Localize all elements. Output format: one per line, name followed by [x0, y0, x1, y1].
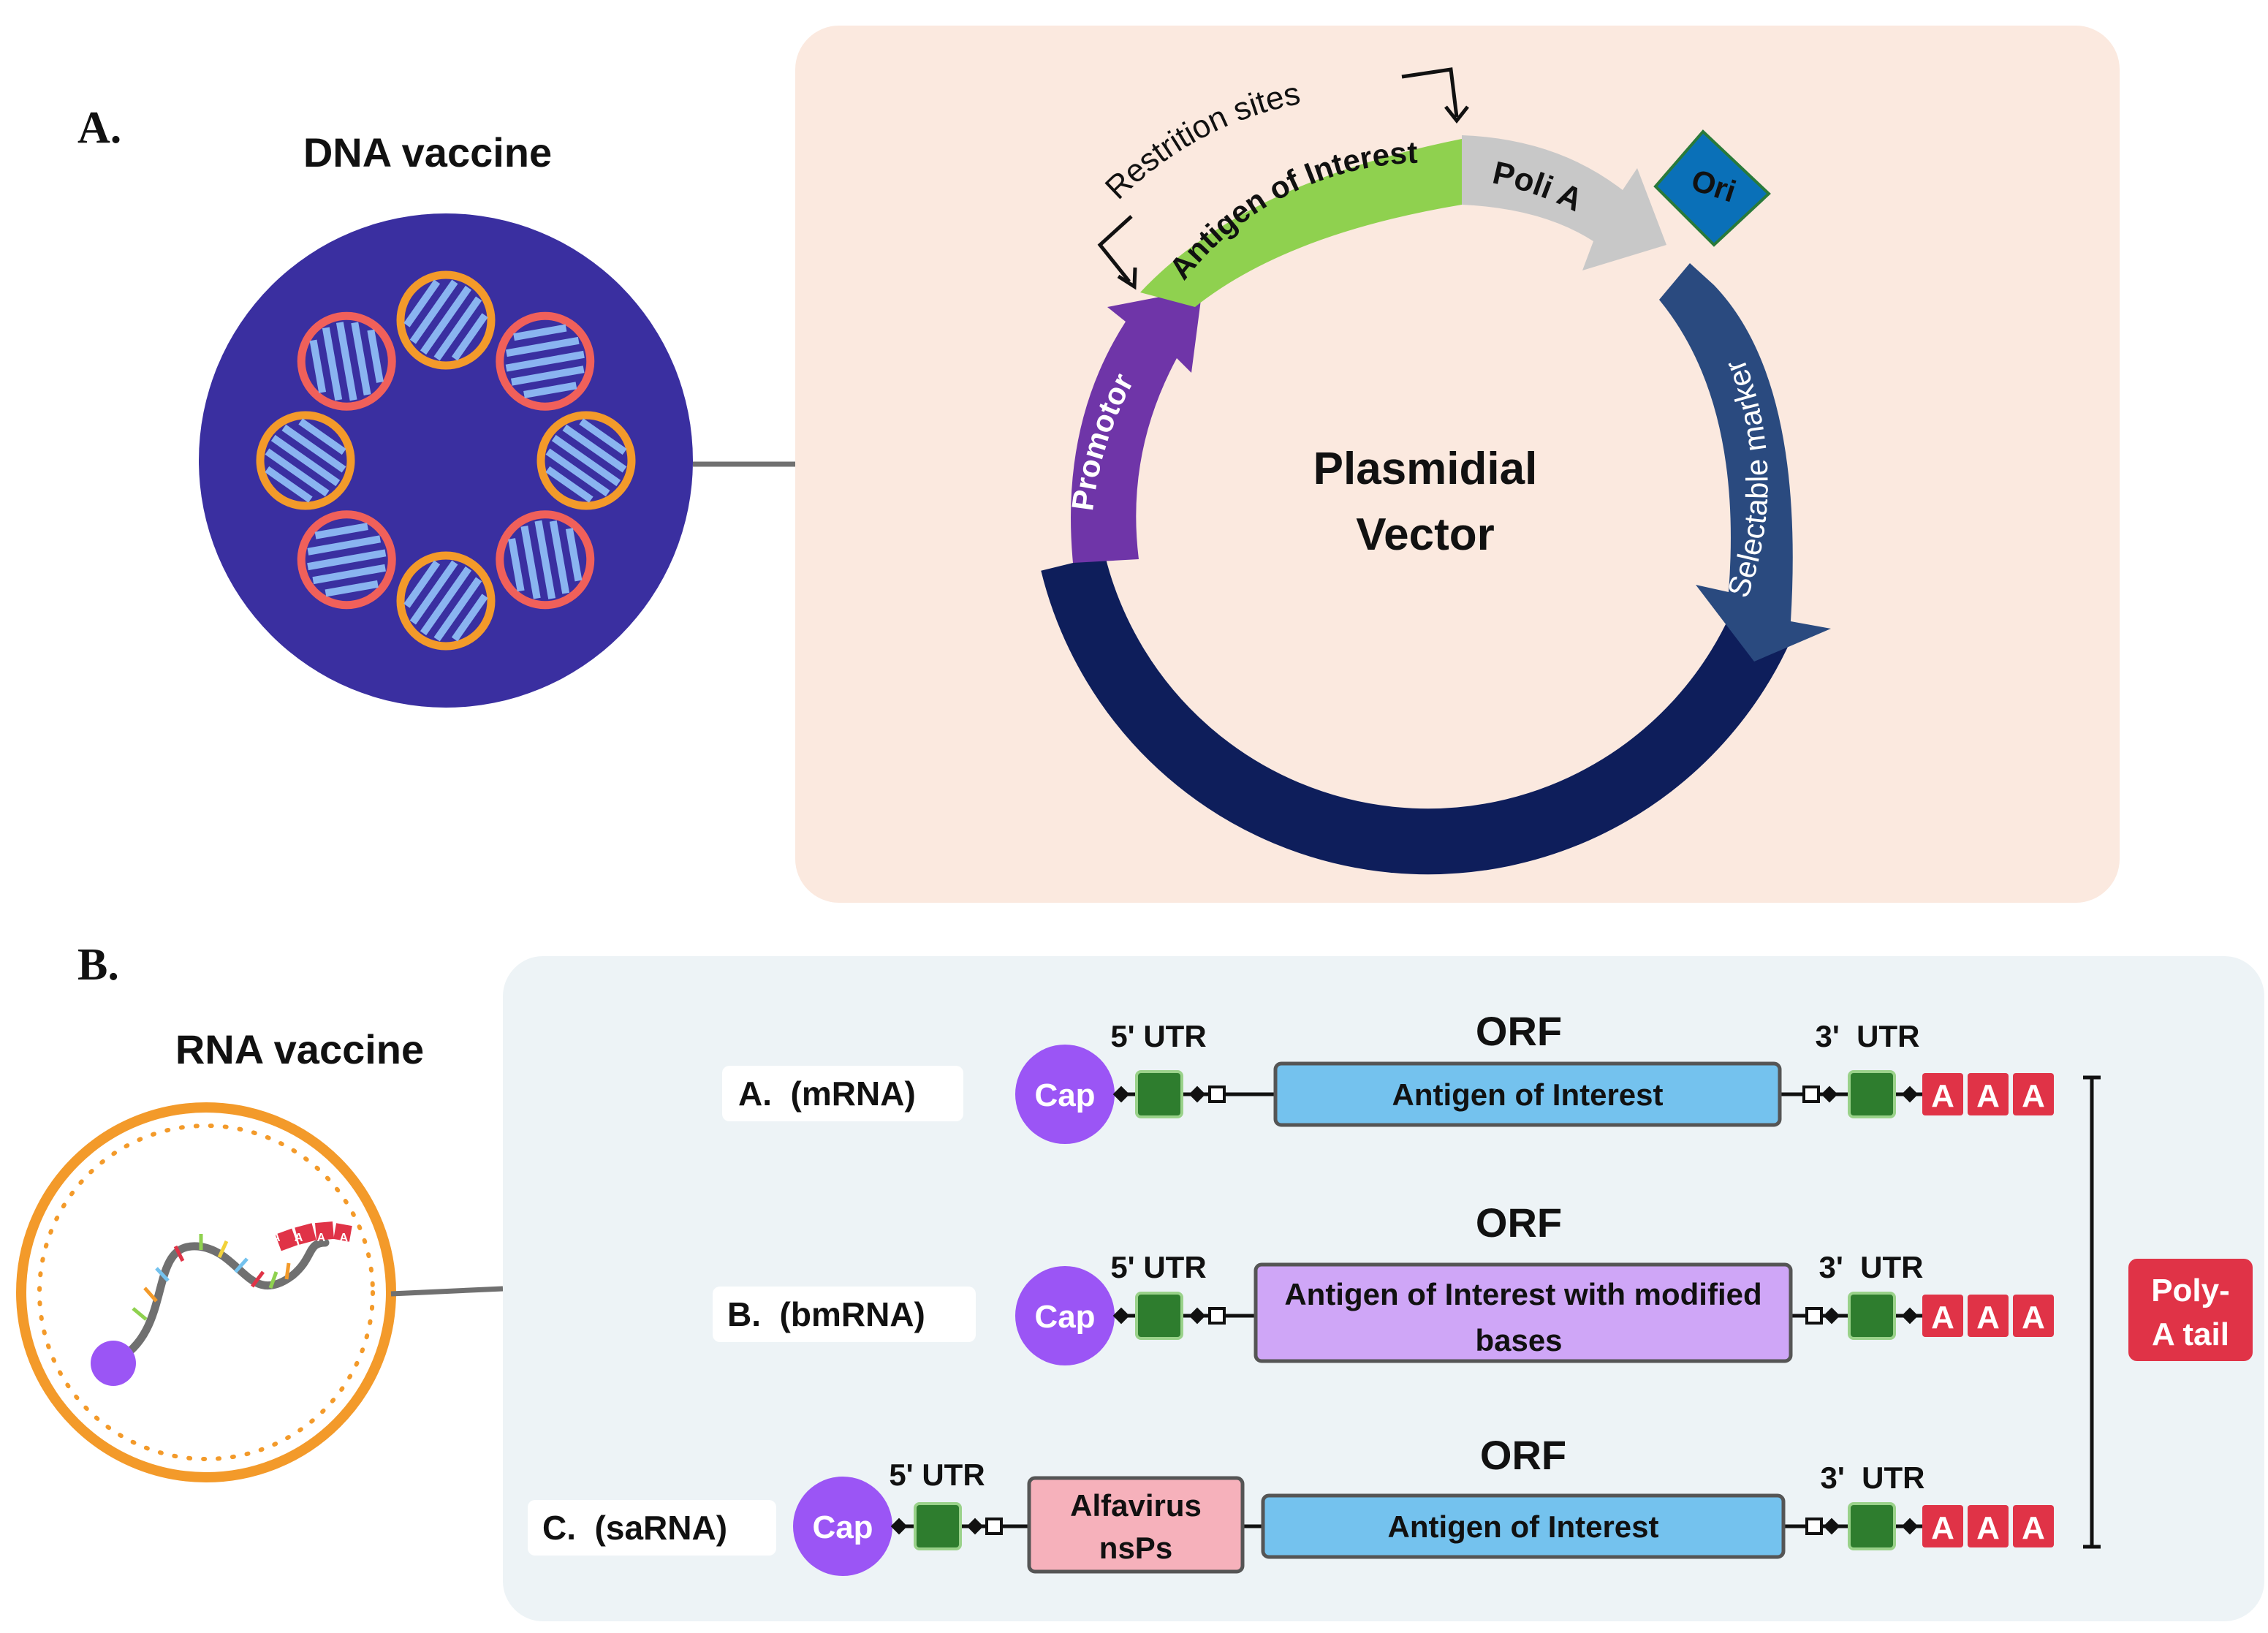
dna-vaccine-particle — [199, 213, 693, 708]
poly-a-letter: A — [1931, 1078, 1954, 1114]
orf-box-label: Antigen of Interest — [1392, 1077, 1663, 1112]
plasmid-center-line-1: Plasmidial — [1313, 444, 1538, 494]
orf-label: ORF — [1480, 1432, 1566, 1478]
ori-marker — [1653, 129, 1771, 247]
lnp-tail-letters: A A A A — [272, 1232, 354, 1244]
poly-a-letter: A — [2022, 1510, 2045, 1546]
nsps-label-line-1: Alfavirus — [1070, 1488, 1202, 1523]
dna-ring — [396, 551, 496, 651]
restriction-site-arrowhead-left — [1117, 267, 1137, 290]
rna-strand — [111, 1238, 330, 1365]
utr3-label: 3' UTR — [1820, 1460, 1924, 1495]
dna-ring — [496, 311, 595, 411]
cap-circle — [1015, 1045, 1115, 1144]
promotor-arrow — [1071, 289, 1202, 563]
plasmid-map: Ori Antigen of Interest Poli A Promotor … — [1041, 67, 1831, 875]
utr3-label: 3' UTR — [1815, 1019, 1919, 1053]
dna-ring — [396, 270, 496, 370]
orf-box-label-line-2: bases — [1475, 1323, 1562, 1357]
utr3-box — [1848, 1292, 1896, 1340]
panel-b-label: B. — [77, 940, 119, 990]
poly-a-bracket — [2083, 1075, 2101, 1549]
orf-box — [1273, 1061, 1782, 1127]
restriction-site-arrow-right — [1401, 67, 1459, 118]
cap-circle — [1015, 1266, 1115, 1365]
dna-vaccine-title: DNA vaccine — [303, 129, 552, 175]
poly-a-tail-label-line-1: Poly- — [2151, 1273, 2230, 1308]
utr3-box — [1848, 1070, 1896, 1118]
nsps-box — [1027, 1476, 1245, 1574]
dna-ring — [256, 411, 355, 510]
dna-ring — [496, 510, 595, 610]
construct-row-sarna: Cap 5' UTR Alfavirus nsPs Antigen of Int… — [793, 1432, 2054, 1576]
orf-box-label-line-1: Antigen of Interest with modified — [1284, 1277, 1761, 1311]
nsps-label-line-2: nsPs — [1099, 1531, 1172, 1565]
poly-a-tail-label-line-2: A tail — [2152, 1316, 2229, 1352]
poli-a-arrow — [1462, 135, 1666, 270]
orf-box — [1254, 1262, 1793, 1363]
row-label-mrna: A. (mRNA) — [738, 1075, 916, 1113]
orf-label: ORF — [1476, 1200, 1562, 1246]
poly-a-letter: A — [2022, 1078, 2045, 1114]
panel-a-label: A. — [77, 103, 121, 153]
orf-box — [1261, 1493, 1786, 1559]
plasmid-backbone — [1041, 555, 1790, 875]
plasmid-center-line-2: Vector — [1356, 509, 1495, 560]
rna-bases — [132, 1234, 291, 1321]
cap-label: Cap — [1034, 1299, 1095, 1335]
poly-a-tail-box — [2128, 1259, 2253, 1361]
restriction-site-arrow-left — [1097, 215, 1133, 283]
poly-a-letter: A — [1976, 1510, 2000, 1546]
utr5-box — [1135, 1292, 1183, 1340]
dna-ring — [297, 311, 396, 411]
row-label-box-sarna — [528, 1500, 776, 1556]
utr5-box — [1135, 1070, 1183, 1118]
construct-row-mrna: Cap 5' UTR Antigen of Interest ORF 3' UT… — [1015, 1008, 2054, 1144]
restriction-site-arrowhead-right — [1444, 105, 1469, 124]
row-label-sarna: C. (saRNA) — [542, 1509, 727, 1547]
dna-ring-group — [256, 270, 636, 651]
orf-label: ORF — [1476, 1008, 1562, 1054]
poly-a-blocks: A A A — [1922, 1073, 2054, 1115]
utr5-label: 5' UTR — [889, 1458, 985, 1492]
rna-connector-line — [390, 1286, 504, 1297]
poly-a-letter: A — [1931, 1510, 1954, 1546]
cap-label: Cap — [812, 1509, 873, 1545]
poly-a-letter: A — [1976, 1300, 2000, 1335]
utr3-label: 3' UTR — [1818, 1250, 1923, 1284]
cap-circle — [793, 1477, 892, 1576]
construct-row-bmrna: Cap 5' UTR Antigen of Interest with modi… — [1015, 1200, 2054, 1365]
rna-lipid-nanoparticle: A A A A — [16, 1102, 396, 1482]
row-label-bmrna: B. (bmRNA) — [727, 1295, 925, 1333]
row-label-box-bmrna — [713, 1287, 976, 1342]
rna-vaccine-title: RNA vaccine — [175, 1026, 424, 1072]
dna-ring — [297, 510, 396, 610]
poly-a-letter: A — [2022, 1300, 2045, 1335]
utr5-label: 5' UTR — [1110, 1019, 1206, 1053]
utr5-label: 5' UTR — [1110, 1250, 1206, 1284]
cap-label: Cap — [1034, 1077, 1095, 1113]
row-label-box-mrna — [722, 1066, 963, 1121]
dna-ring — [536, 411, 636, 510]
antigen-segment — [1140, 139, 1462, 307]
selectable-marker-arrow — [1659, 263, 1831, 662]
utr3-box — [1848, 1502, 1896, 1550]
orf-box-label: Antigen of Interest — [1387, 1509, 1658, 1544]
poly-a-letter: A — [1931, 1300, 1954, 1335]
poly-a-letter: A — [1976, 1078, 2000, 1114]
rna-cap-dot — [91, 1341, 136, 1386]
utr5-box — [914, 1502, 962, 1550]
poly-a-blocks: A A A — [1922, 1295, 2054, 1337]
poly-a-blocks: A A A — [1922, 1505, 2054, 1547]
